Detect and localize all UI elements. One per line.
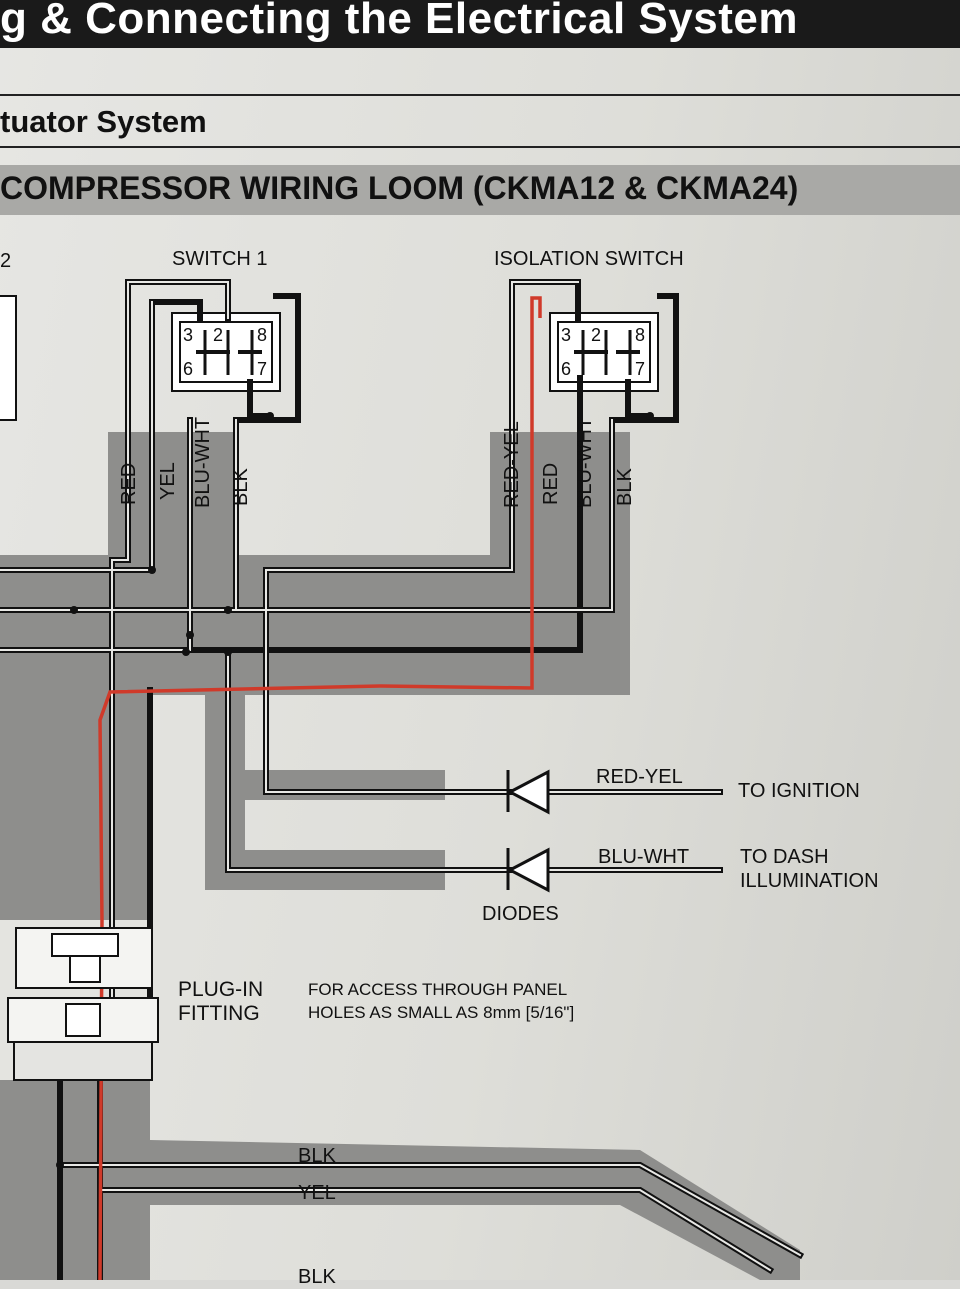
diode1-wire-label: RED-YEL [596, 766, 683, 788]
access-note-line2: HOLES AS SMALL AS 8mm [5/16"] [308, 1003, 575, 1022]
left-edge-label: 2 [0, 250, 12, 272]
loom-band-diode1-branch [245, 770, 445, 800]
plug-in-label-line2: FITTING [178, 1002, 260, 1025]
bottom-wire-blk: BLK [298, 1145, 336, 1167]
left-edge-box [0, 295, 17, 421]
section-title: COMPRESSOR WIRING LOOM (CKMA12 & CKMA24) [0, 170, 799, 206]
switch1-pin-8: 8 [257, 325, 268, 345]
isolation-pin-3: 3 [561, 325, 572, 345]
chapter-header-bar: g & Connecting the Electrical System [0, 0, 960, 48]
isolation-wire-blk: BLK [614, 468, 636, 506]
switch1-pin-6: 6 [183, 359, 194, 379]
isolation-wire-blu-wht: BLU-WHT [574, 416, 596, 508]
isolation-switch-label: ISOLATION SWITCH [494, 248, 684, 270]
isolation-wire-red-yel: RED-YEL [501, 421, 523, 508]
switch1-body [171, 312, 281, 392]
switch1-pin-2: 2 [213, 325, 224, 345]
switch1-wire-red: RED [118, 462, 140, 505]
loom-band-bottom-run [150, 1140, 800, 1280]
junction-dots [56, 412, 654, 1169]
diodes-label: DIODES [482, 903, 559, 925]
diode1-destination: TO IGNITION [738, 780, 860, 802]
access-note-line1: FOR ACCESS THROUGH PANEL [308, 980, 568, 999]
diode2-destination-line1: TO DASH [740, 846, 829, 868]
bottom-wire-yel: YEL [298, 1182, 336, 1204]
isolation-pin-7: 7 [635, 359, 646, 379]
plug-in-label-line1: PLUG-IN [178, 978, 264, 1001]
switch1-pin-7: 7 [257, 359, 268, 379]
isolation-pin-6: 6 [561, 359, 572, 379]
switch1-wire-yel: YEL [157, 462, 179, 500]
switch1-label: SWITCH 1 [172, 248, 268, 270]
header-rule-top [0, 94, 960, 96]
isolation-pin-2: 2 [591, 325, 602, 345]
wiring-loom-bands [0, 432, 800, 1280]
loom-band-bottom-left [0, 1080, 150, 1280]
diode2-wire-label: BLU-WHT [598, 846, 690, 868]
diode2-destination-line2: ILLUMINATION [740, 870, 879, 892]
header-rule-bottom [0, 146, 960, 148]
isolation-switch-body [549, 312, 659, 392]
section-subtitle: tuator System [0, 104, 207, 139]
plug-in-fitting [7, 927, 159, 1081]
highlight-red-wire [98, 296, 542, 1280]
switch1-wire-blu-wht: BLU-WHT [192, 416, 214, 508]
bottom-wire-blk-2: BLK [298, 1266, 336, 1288]
switch1-pin-3: 3 [183, 325, 194, 345]
diode-ignition [506, 769, 550, 815]
section-title-bar: COMPRESSOR WIRING LOOM (CKMA12 & CKMA24) [0, 165, 960, 215]
loom-band-horizontal [0, 555, 630, 695]
switch1-wire-blk: BLK [230, 468, 252, 506]
chapter-title: g & Connecting the Electrical System [0, 0, 798, 43]
loom-band-vertical-left [0, 690, 150, 920]
isolation-wire-red: RED [540, 462, 562, 505]
isolation-pin-8: 8 [635, 325, 646, 345]
diode-dash [506, 847, 550, 893]
